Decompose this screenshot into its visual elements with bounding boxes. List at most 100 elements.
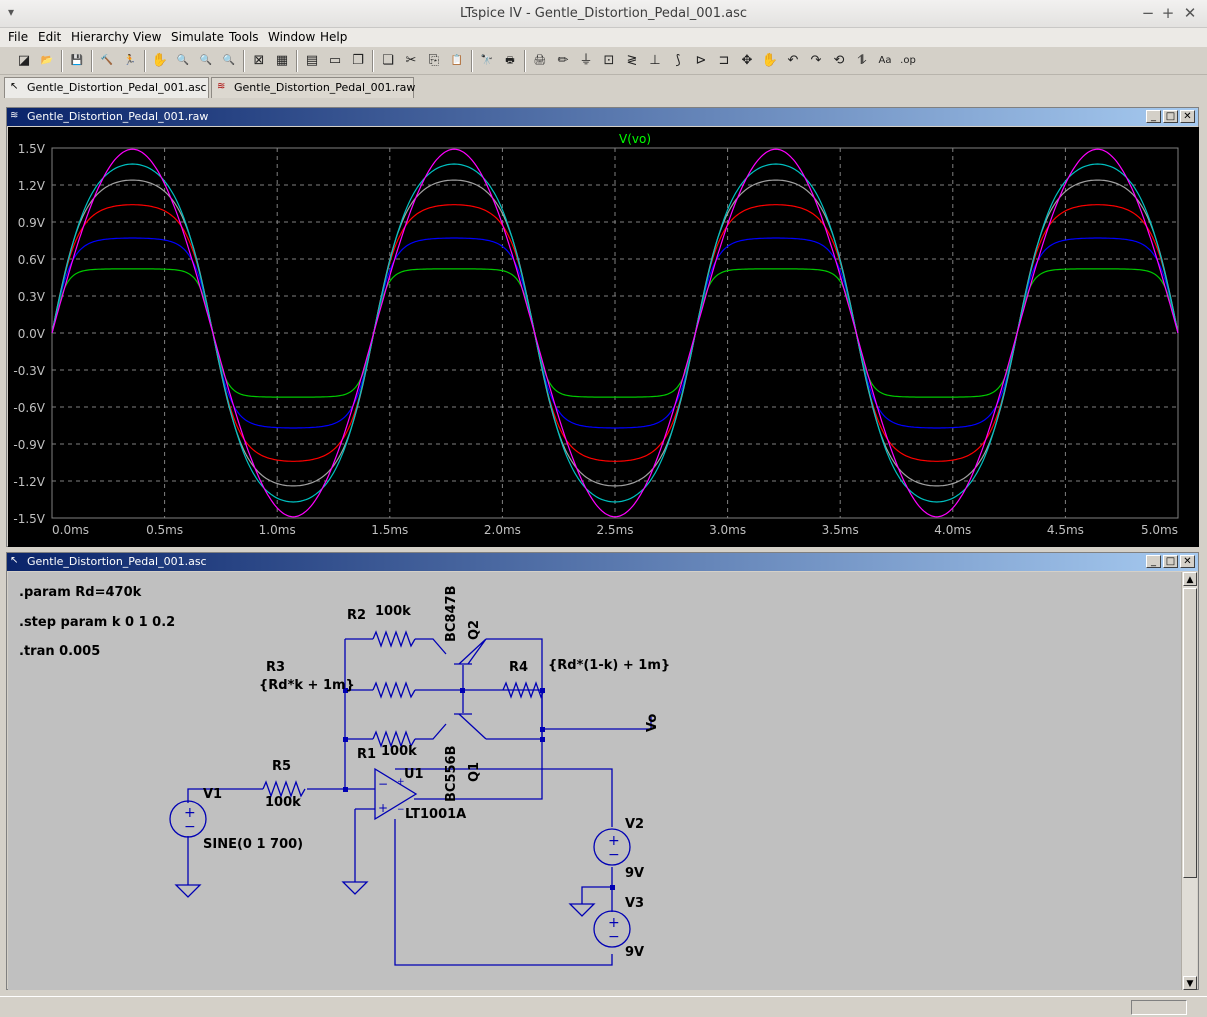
scroll-up-button[interactable]: ▲ <box>1183 572 1197 586</box>
scroll-thumb[interactable] <box>1183 588 1197 878</box>
waveform-window-title: Gentle_Distortion_Pedal_001.raw <box>27 110 209 123</box>
redo-icon[interactable]: ↷ <box>810 53 822 68</box>
inductor-icon[interactable]: ⟆ <box>675 53 681 68</box>
control-panel-icon[interactable]: 🔨 <box>100 55 114 66</box>
label-r5-value[interactable]: 100k <box>265 795 301 810</box>
menu-window[interactable]: Window <box>268 30 316 44</box>
label-v2[interactable]: V2 <box>625 817 644 832</box>
close-button[interactable]: ✕ <box>1180 555 1195 568</box>
schematic-window-titlebar[interactable]: ↖ Gentle_Distortion_Pedal_001.asc _ □ ✕ <box>7 553 1198 571</box>
schematic-drawing[interactable]: .param Rd=470k .step param k 0 1 0.2 .tr… <box>8 572 1182 990</box>
directive-param[interactable]: .param Rd=470k <box>19 585 142 600</box>
menu-hierarchy[interactable]: Hierarchy <box>71 30 130 44</box>
label-r1-value[interactable]: 100k <box>381 744 417 759</box>
tab-schematic[interactable]: ↖ Gentle_Distortion_Pedal_001.asc <box>4 77 209 98</box>
label-r3-value[interactable]: {Rd*k + 1m} <box>259 678 355 693</box>
menu-tools[interactable]: Tools <box>229 30 259 44</box>
label-q2-model[interactable]: BC847B <box>444 586 459 643</box>
halt-icon[interactable]: ✋ <box>151 53 169 68</box>
label-v2-value[interactable]: 9V <box>625 866 644 881</box>
save-icon[interactable]: 💾 <box>70 55 84 66</box>
label-u1-model[interactable]: LT1001A <box>405 807 466 822</box>
label-r2[interactable]: R2 <box>347 608 366 623</box>
ground-icon[interactable]: ⏚ <box>579 53 593 68</box>
label-q1-model[interactable]: BC556B <box>444 746 459 803</box>
component-icon[interactable]: ⊐ <box>718 53 730 68</box>
cut-icon[interactable]: ✂ <box>405 53 417 68</box>
label-r2-value[interactable]: 100k <box>375 604 411 619</box>
minimize-button[interactable]: _ <box>1146 555 1161 568</box>
print-icon[interactable]: 🖨 <box>533 55 547 66</box>
zoom-out-icon[interactable]: 🔍 <box>222 55 236 66</box>
move-icon[interactable]: ✥ <box>741 53 753 68</box>
directive-tran[interactable]: .tran 0.005 <box>19 644 100 659</box>
label-v3-value[interactable]: 9V <box>625 945 644 960</box>
tab-label: Gentle_Distortion_Pedal_001.asc <box>27 81 207 94</box>
maximize-button[interactable]: □ <box>1163 110 1178 123</box>
print-setup-icon[interactable]: 🖶 <box>505 55 515 66</box>
new-schematic-icon[interactable]: ◪ <box>17 53 31 68</box>
maximize-button[interactable]: □ <box>1163 555 1178 568</box>
run-icon[interactable]: 🏃 <box>123 55 137 66</box>
window-menu-icon[interactable]: ▾ <box>8 5 15 19</box>
label-v1-value[interactable]: SINE(0 1 700) <box>203 837 303 852</box>
capacitor-icon[interactable]: ⊥ <box>649 53 661 68</box>
open-icon[interactable]: 📂 <box>40 55 54 66</box>
menu-simulate[interactable]: Simulate <box>171 30 225 44</box>
tile-horizontal-icon[interactable]: ▭ <box>328 53 342 68</box>
menu-edit[interactable]: Edit <box>38 30 62 44</box>
paste-icon[interactable]: 📋 <box>450 55 464 66</box>
document-tabs: ↖ Gentle_Distortion_Pedal_001.asc ≋ Gent… <box>0 75 1207 100</box>
diode-icon[interactable]: ⊳ <box>695 53 707 68</box>
text-icon[interactable]: Aa <box>878 55 892 66</box>
label-v1[interactable]: V1 <box>203 787 222 802</box>
mirror-icon[interactable]: ⥮ <box>857 53 867 68</box>
label-q1[interactable]: Q1 <box>467 762 482 782</box>
menu-view[interactable]: View <box>133 30 162 44</box>
label-r4[interactable]: R4 <box>509 660 528 675</box>
tab-waveform[interactable]: ≋ Gentle_Distortion_Pedal_001.raw <box>211 77 416 98</box>
close-button[interactable]: ✕ <box>1183 4 1197 22</box>
menu-file[interactable]: File <box>8 30 29 44</box>
zoom-pan-icon[interactable]: 🔍 <box>199 55 213 66</box>
label-r3[interactable]: R3 <box>266 660 285 675</box>
zoom-in-icon[interactable]: 🔍 <box>176 55 190 66</box>
minimize-button[interactable]: − <box>1141 4 1155 22</box>
label-r1[interactable]: R1 <box>357 747 376 762</box>
tile-vertical-icon[interactable]: ❏ <box>382 53 394 68</box>
copy-icon[interactable]: ⎘ <box>428 53 440 68</box>
label-net-icon[interactable]: ⊡ <box>603 53 615 68</box>
undo-icon[interactable]: ↶ <box>787 53 799 68</box>
y-tick-label: 0.0V <box>18 327 46 341</box>
waveform-window-titlebar[interactable]: ≋ Gentle_Distortion_Pedal_001.raw _ □ ✕ <box>7 108 1198 126</box>
label-vo[interactable]: Vo <box>645 714 660 732</box>
schematic-canvas[interactable]: .param Rd=470k .step param k 0 1 0.2 .tr… <box>8 572 1182 990</box>
drag-icon[interactable]: ✋ <box>761 53 779 68</box>
maximize-button[interactable]: + <box>1161 4 1175 22</box>
directive-step[interactable]: .step param k 0 1 0.2 <box>19 615 175 630</box>
minimize-button[interactable]: _ <box>1146 110 1161 123</box>
cascade-icon[interactable]: ❐ <box>352 53 364 68</box>
scroll-down-button[interactable]: ▼ <box>1183 976 1197 990</box>
autorange-icon[interactable]: ▦ <box>275 53 289 68</box>
plot-settings-icon[interactable]: ▤ <box>305 53 319 68</box>
label-v3[interactable]: V3 <box>625 896 644 911</box>
find-icon[interactable]: 🔭 <box>480 55 494 66</box>
wire-icon[interactable]: ✏ <box>557 53 569 68</box>
label-r4-value[interactable]: {Rd*(1-k) + 1m} <box>548 658 670 673</box>
y-tick-label: -0.6V <box>13 401 45 415</box>
vertical-scrollbar[interactable]: ▲ ▼ <box>1181 572 1197 990</box>
menu-help[interactable]: Help <box>320 30 348 44</box>
zoom-fit-icon[interactable]: ⊠ <box>253 53 265 68</box>
label-r5[interactable]: R5 <box>272 759 291 774</box>
tab-label: Gentle_Distortion_Pedal_001.raw <box>234 81 416 94</box>
rotate-icon[interactable]: ⟲ <box>833 53 845 68</box>
label-q2[interactable]: Q2 <box>467 620 482 640</box>
resistor-icon[interactable]: ≷ <box>626 53 638 68</box>
close-button[interactable]: ✕ <box>1180 110 1195 123</box>
spice-directive-icon[interactable]: .op <box>900 55 916 66</box>
svg-text:+: + <box>184 805 196 821</box>
label-u1[interactable]: U1 <box>404 767 424 782</box>
